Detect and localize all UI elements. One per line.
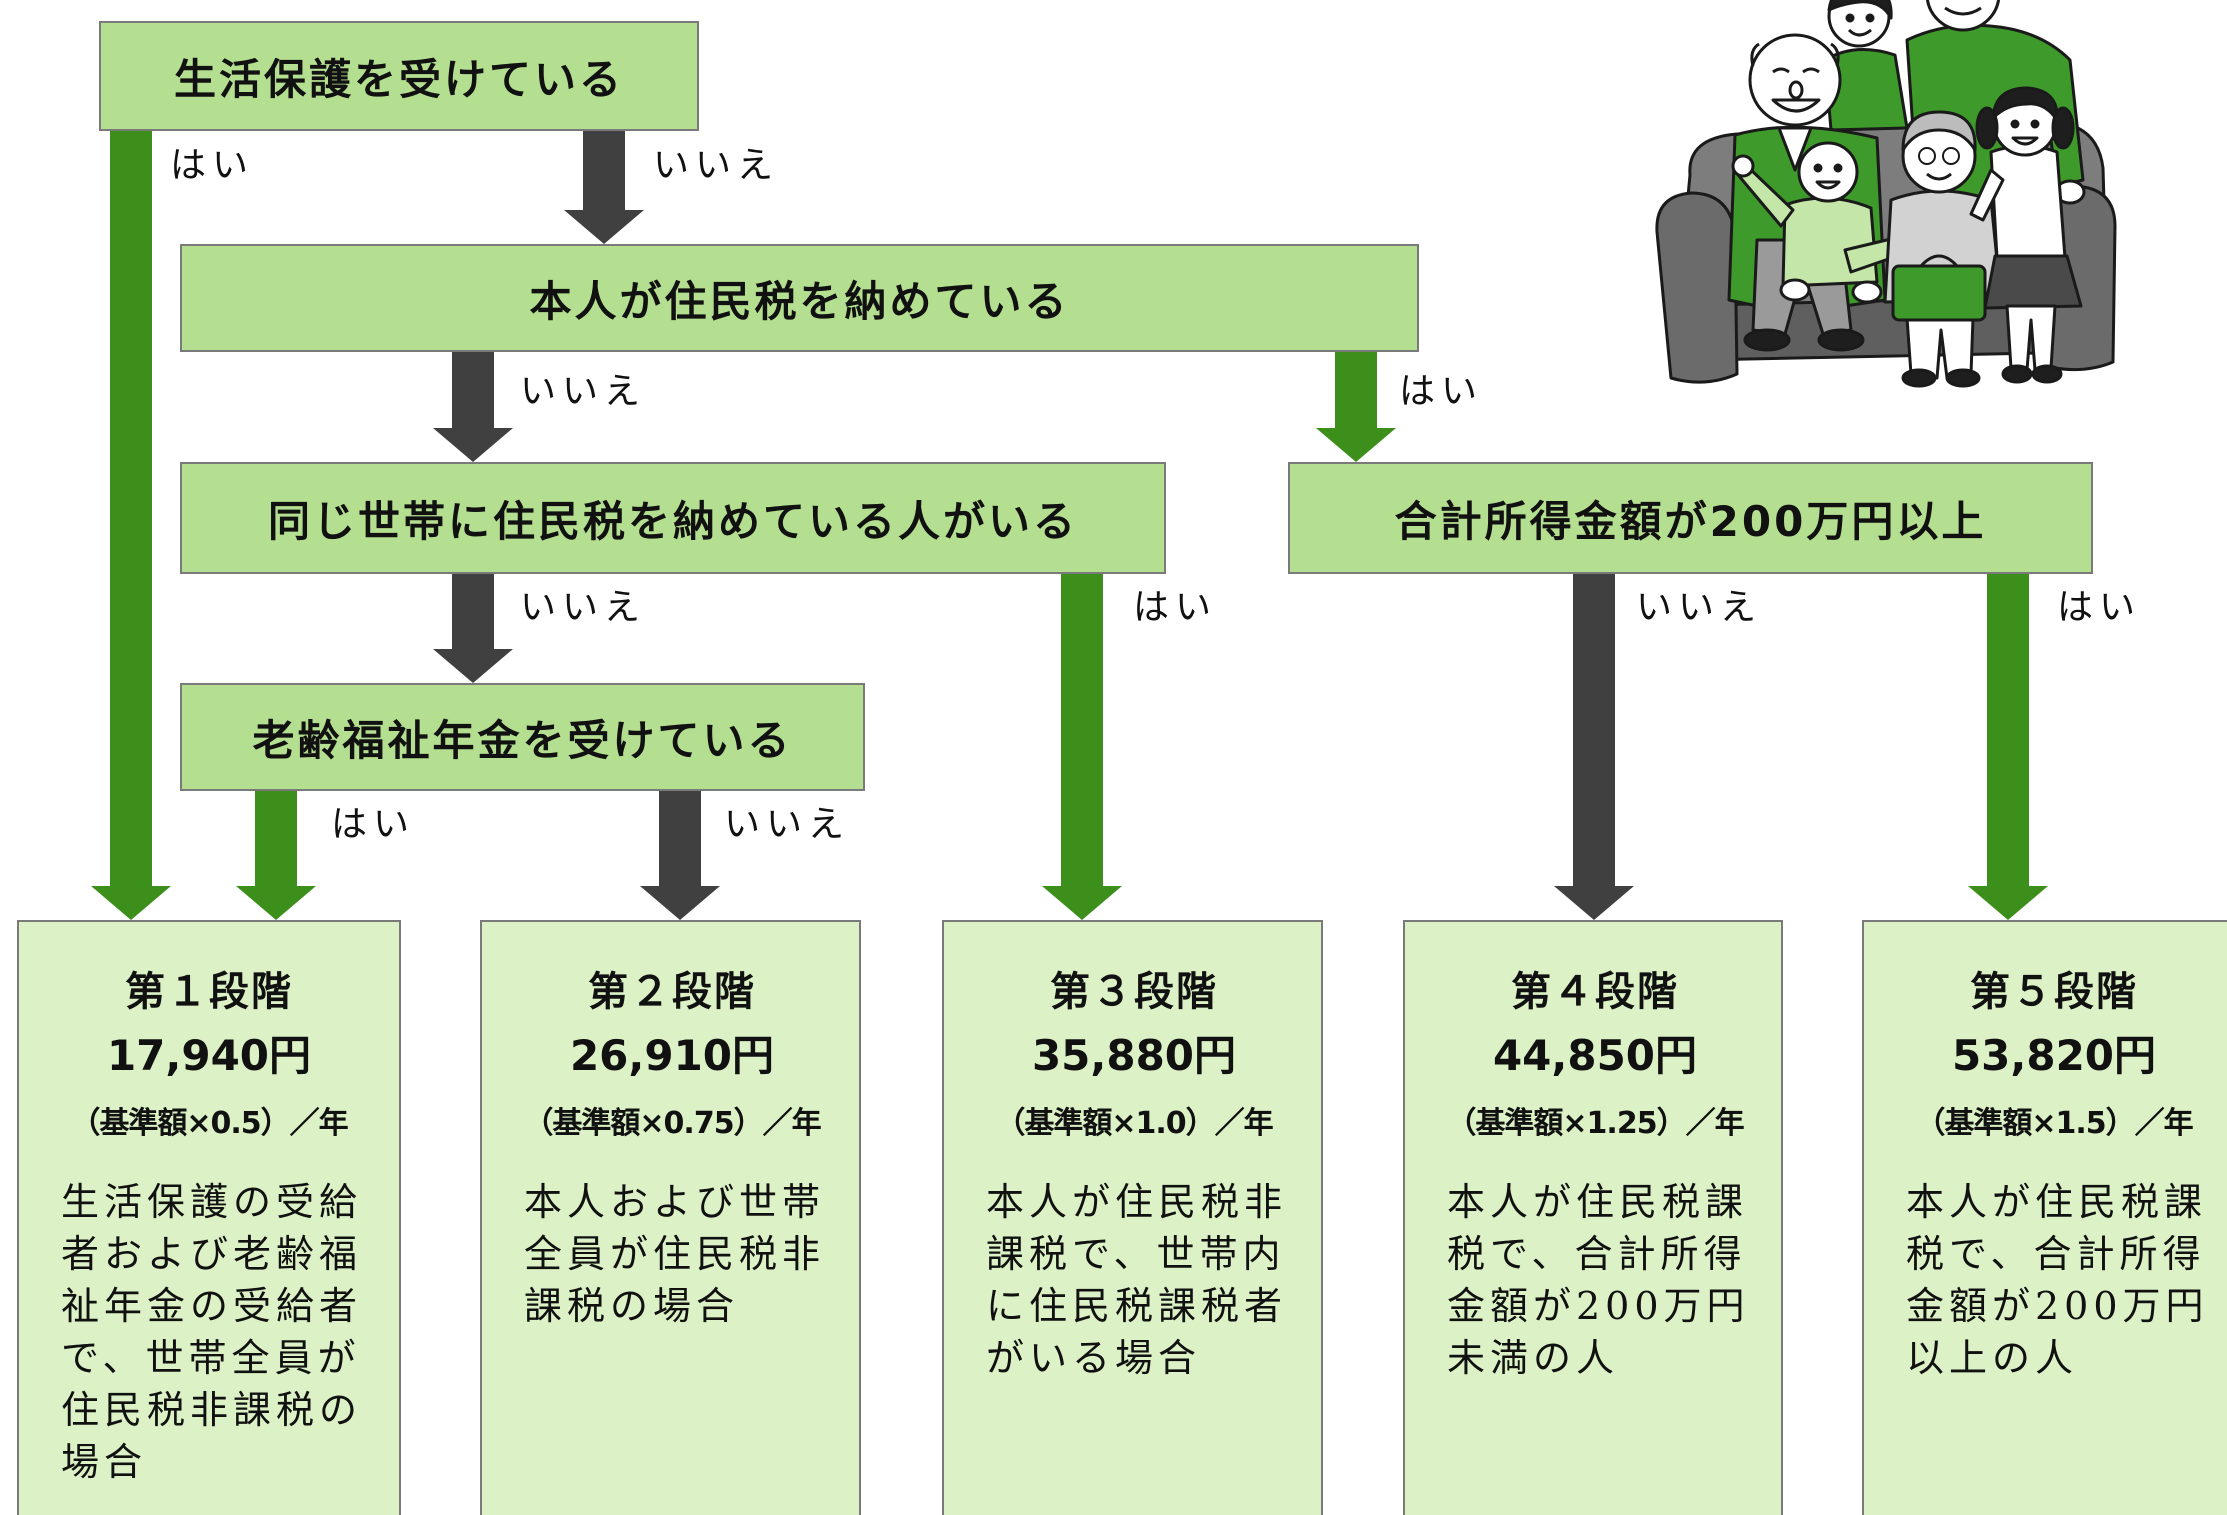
stage-title: 第３段階	[1050, 969, 1218, 1015]
baby	[1731, 141, 1899, 304]
branch-label-yes-household: はい	[1133, 587, 1218, 628]
stage-description-line: 本人が住民税課	[1447, 1180, 1749, 1224]
stage-description-line: がいる場合	[986, 1336, 1202, 1380]
stage-title: 第４段階	[1511, 969, 1679, 1015]
decision-text: 同じ世帯に住民税を納めている人がいる	[267, 496, 1078, 546]
stage-title: 第２段階	[588, 969, 756, 1015]
stage-description: 本人が住民税課 税で、合計所得 金額が200万円 以上の人	[1906, 1176, 2209, 1384]
decision-text: 生活保護を受けている	[173, 54, 624, 104]
grandmother	[1883, 110, 2003, 388]
stage-description-line: 未満の人	[1447, 1336, 1620, 1380]
stage-description-line: 生活保護の受給	[61, 1180, 363, 1224]
stage-description-line: に住民税課税者	[986, 1284, 1288, 1328]
stage-description-line: 課税で、世帯内	[986, 1232, 1286, 1276]
stage-description: 本人が住民税課 税で、合計所得 金額が200万円 未満の人	[1447, 1176, 1750, 1384]
stage-description-line: 住民税非課税の	[61, 1388, 363, 1432]
stage-title: 第５段階	[1970, 969, 2138, 1015]
stage-box-5: 第５段階 53,820円 （基準額×1.5）／年 本人が住民税課 税で、合計所得…	[1862, 920, 2227, 1515]
stage-description-line: 本人が住民税非	[986, 1180, 1288, 1224]
branch-label-no-household: いいえ	[520, 587, 647, 628]
stage-description-line: 以上の人	[1906, 1336, 2079, 1380]
arrow-no-pension-to-stage2	[640, 791, 720, 920]
arrow-yes-welfare-to-stage1	[91, 131, 171, 920]
stage-description-line: 者および老齢福	[61, 1232, 363, 1276]
stage-description: 本人が住民税非 課税で、世帯内 に住民税課税者 がいる場合	[986, 1176, 1287, 1384]
decision-text: 老齢福祉年金を受けている	[252, 715, 793, 765]
girl	[1969, 86, 2083, 384]
stage-box-1: 第１段階 17,940円 （基準額×0.5）／年 生活保護の受給 者および老齢福…	[17, 920, 401, 1515]
family-illustration	[1655, 0, 2117, 388]
arrow-no-income-to-stage4	[1554, 574, 1634, 920]
stage-formula: （基準額×0.5）／年	[70, 1106, 348, 1141]
stage-description-line: 全員が住民税非	[524, 1232, 826, 1276]
branch-label-yes-income: はい	[2057, 587, 2142, 628]
decision-text: 合計所得金額が200万円以上	[1394, 496, 1987, 546]
stage-description-line: 本人が住民税課	[1906, 1180, 2208, 1224]
stage-amount: 26,910円	[569, 1031, 775, 1080]
arrow-no-welfare-to-self-tax	[564, 131, 644, 244]
branch-label-no-self-tax: いいえ	[520, 371, 647, 412]
stage-description-line: 祉年金の受給者	[61, 1284, 363, 1328]
decision-text: 本人が住民税を納めている	[529, 276, 1070, 326]
decision-pension: 老齢福祉年金を受けている	[180, 683, 865, 791]
stage-description: 本人および世帯 全員が住民税非 課税の場合	[524, 1176, 825, 1332]
decision-income: 合計所得金額が200万円以上	[1288, 462, 2093, 574]
stage-description-line: 税で、合計所得	[1447, 1232, 1747, 1276]
branch-label-no-pension: いいえ	[724, 804, 851, 845]
stage-formula: （基準額×1.0）／年	[995, 1106, 1273, 1141]
arrow-no-household-to-pension	[433, 574, 513, 683]
branch-label-yes-pension: はい	[331, 804, 416, 845]
branch-label-no-welfare: いいえ	[653, 145, 780, 186]
branch-label-yes-self-tax: はい	[1399, 371, 1484, 412]
stage-description-line: 本人および世帯	[524, 1180, 826, 1224]
arrow-yes-self-tax-to-income	[1316, 352, 1396, 462]
stage-formula: （基準額×1.25）／年	[1446, 1106, 1744, 1141]
stage-description-line: 課税の場合	[524, 1284, 740, 1328]
stage-formula: （基準額×1.5）／年	[1915, 1106, 2193, 1141]
stage-description-line: 税で、合計所得	[1906, 1232, 2206, 1276]
stage-amount: 53,820円	[1951, 1031, 2157, 1080]
branch-label-yes-welfare: はい	[170, 145, 255, 186]
stage-box-2: 第２段階 26,910円 （基準額×0.75）／年 本人および世帯 全員が住民税…	[480, 920, 861, 1515]
stage-description: 生活保護の受給 者および老齢福 祉年金の受給者 で、世帯全員が 住民税非課税の …	[61, 1176, 362, 1488]
arrow-no-self-tax-to-household	[433, 352, 513, 462]
stage-amount: 35,880円	[1031, 1031, 1237, 1080]
stage-description-line: 金額が200万円	[1447, 1284, 1750, 1328]
decision-self-tax: 本人が住民税を納めている	[180, 244, 1419, 352]
branch-label-no-income: いいえ	[1636, 587, 1763, 628]
stage-description-line: で、世帯全員が	[61, 1336, 361, 1380]
decision-welfare: 生活保護を受けている	[99, 21, 699, 131]
stage-amount: 17,940円	[106, 1031, 312, 1080]
stage-title: 第１段階	[125, 969, 293, 1015]
decision-household-tax: 同じ世帯に住民税を納めている人がいる	[180, 462, 1166, 574]
arrow-yes-income-to-stage5	[1968, 574, 2048, 920]
stage-amount: 44,850円	[1492, 1031, 1698, 1080]
arrow-yes-pension-to-stage1	[236, 791, 316, 920]
stage-box-3: 第３段階 35,880円 （基準額×1.0）／年 本人が住民税非 課税で、世帯内…	[942, 920, 1323, 1515]
stage-box-4: 第４段階 44,850円 （基準額×1.25）／年 本人が住民税課 税で、合計所…	[1403, 920, 1783, 1515]
arrow-yes-household-to-stage3	[1042, 574, 1122, 920]
stage-description-line: 金額が200万円	[1906, 1284, 2209, 1328]
stage-description-line: 場合	[61, 1440, 148, 1484]
stage-formula: （基準額×0.75）／年	[523, 1106, 821, 1141]
